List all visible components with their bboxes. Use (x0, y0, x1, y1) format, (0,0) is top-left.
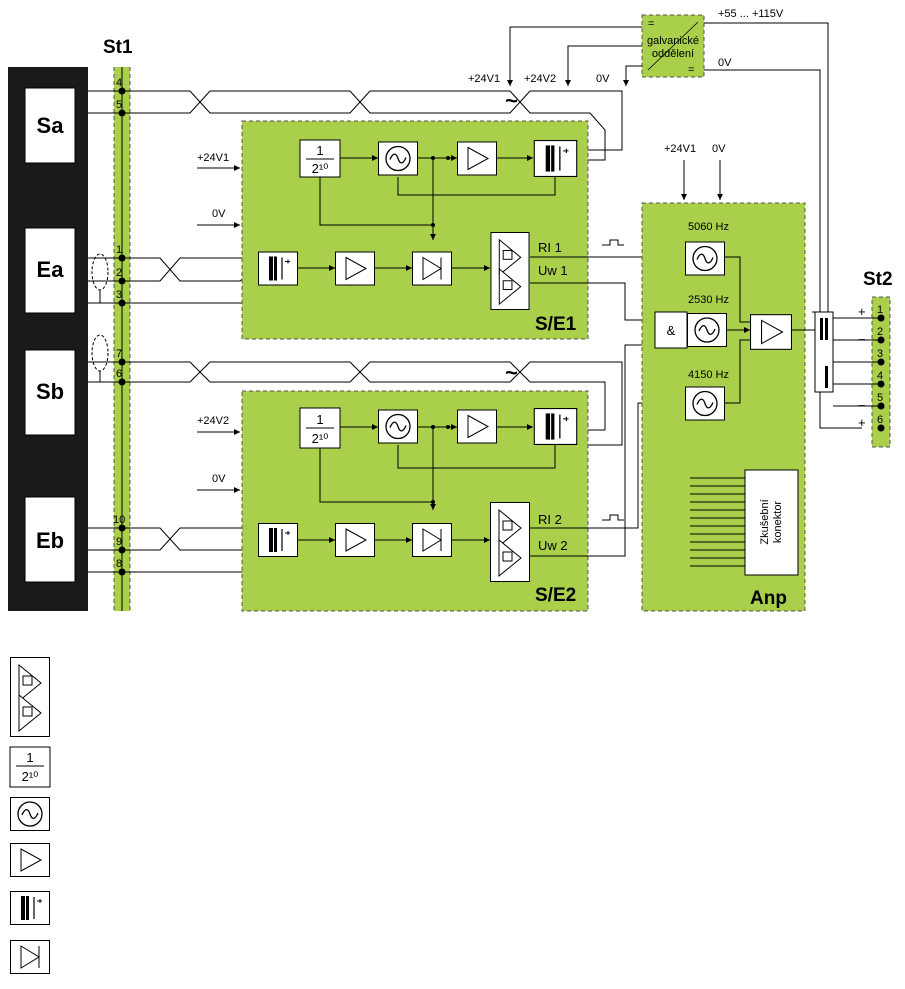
divider-se1-num: 1 (316, 143, 323, 158)
se2-v0: 0V (212, 473, 226, 485)
transformer-icon (258, 251, 298, 286)
module-anp-label: Anp (750, 588, 787, 609)
block-eb (24, 496, 76, 583)
block-eb-label: Eb (36, 528, 64, 553)
oscillator-icon (687, 312, 727, 348)
transformer-icon (533, 408, 578, 445)
block-sa (24, 87, 76, 164)
module-se1-label: S/E1 (535, 314, 577, 335)
galvanic-eq-bottom: = (688, 64, 694, 76)
amplifier-icon (335, 522, 375, 558)
st1-pins: 4 5 1 2 3 7 6 10 9 8 (113, 77, 126, 576)
comparator-icon (10, 657, 50, 737)
test-connector-line1: Zkušební (759, 499, 771, 544)
st1-pin-10: 10 (113, 514, 125, 526)
st2-pin-4: 4 (877, 370, 883, 382)
freq-4150: 4150 Hz (688, 369, 729, 381)
st1-pin-5: 5 (116, 99, 122, 111)
oscillator-icon (685, 241, 725, 276)
signal-ri1: RI 1 (538, 240, 562, 255)
rectifier-icon (10, 939, 50, 975)
st1-pin-8: 8 (116, 558, 122, 570)
st2-title: St2 (863, 269, 893, 290)
amplifier-icon (457, 141, 497, 176)
st1-pin-2: 2 (116, 267, 122, 279)
st1-pin-4: 4 (116, 77, 122, 89)
st1-pin-6: 6 (116, 368, 122, 380)
amplifier-icon (750, 314, 792, 350)
divider-se2-num: 1 (316, 412, 323, 427)
top-v0: 0V (596, 73, 610, 85)
transformer-icon (258, 522, 298, 558)
and-gate-label: & (667, 323, 676, 338)
st2-pol-5: − (858, 398, 866, 413)
se2-v24v2: +24V2 (197, 415, 229, 427)
test-connector (744, 469, 799, 576)
st1-pin-9: 9 (116, 536, 122, 548)
amplifier-icon (457, 409, 497, 444)
st2-pin-5: 5 (877, 392, 883, 404)
supply-label: +55 ... +115V (718, 8, 784, 20)
module-se2-label: S/E2 (535, 585, 576, 606)
rectifier-icon (412, 251, 452, 286)
signal-ri2: RI 2 (538, 512, 562, 527)
anp-v0: 0V (712, 143, 726, 155)
top-v24v2: +24V2 (524, 73, 556, 85)
oscillator-icon (10, 796, 50, 832)
rectifier-icon (412, 522, 452, 558)
block-sa-label: Sa (37, 113, 65, 138)
galvanic-0v-label: 0V (718, 57, 732, 69)
comparator-icon (490, 232, 530, 310)
signal-uw1: Uw 1 (538, 263, 568, 278)
block-sb (24, 349, 76, 436)
transformer-icon (533, 140, 578, 177)
top-v24v1: +24V1 (468, 73, 500, 85)
st2-pin-3: 3 (877, 348, 883, 360)
legend: 1 2¹⁰ (9, 657, 51, 975)
oscillator-icon (378, 141, 418, 176)
freq-2530: 2530 Hz (688, 294, 729, 306)
legend-divider-den: 2¹⁰ (22, 769, 39, 784)
legend-divider-num: 1 (26, 750, 33, 765)
tilde-sb: ~ (505, 360, 518, 385)
anp-v24v1: +24V1 (664, 143, 696, 155)
and-gate (654, 311, 688, 349)
galvanic-line1: galvanické (647, 35, 699, 47)
galvanic-eq-top: = (648, 18, 654, 30)
output-transformer (814, 311, 834, 393)
st2-pin-2: 2 (877, 326, 883, 338)
block-ea-label: Ea (37, 257, 65, 282)
st1-pin-3: 3 (116, 289, 122, 301)
divider-se1-den: 2¹⁰ (312, 161, 329, 176)
galvanic-line2: oddělení (652, 48, 694, 60)
st1-title: St1 (103, 37, 133, 58)
st2-pol-2: − (858, 332, 866, 347)
oscillator-icon (685, 386, 725, 421)
st1-pin-7: 7 (116, 348, 122, 360)
freq-5060: 5060 Hz (688, 221, 729, 233)
se1-v24v1: +24V1 (197, 152, 229, 164)
st2-pin-6: 6 (877, 414, 883, 426)
test-connector-line2: konektor (772, 501, 784, 544)
block-sb-label: Sb (36, 379, 64, 404)
st2-pol-1: + (858, 304, 866, 319)
amplifier-icon (10, 842, 50, 878)
divider-se2-den: 2¹⁰ (312, 431, 329, 446)
st2-pol-6: + (858, 415, 866, 430)
st2-pin-1: 1 (877, 304, 883, 316)
oscillator-icon (378, 409, 418, 444)
block-ea (24, 227, 76, 314)
se1-v0: 0V (212, 208, 226, 220)
amplifier-icon (335, 251, 375, 286)
signal-uw2: Uw 2 (538, 538, 568, 553)
comparator-icon (490, 502, 530, 582)
tilde-sa: ~ (505, 88, 518, 113)
st1-pin-1: 1 (116, 244, 122, 256)
st2-strip (872, 297, 890, 447)
transformer-icon (10, 890, 50, 926)
